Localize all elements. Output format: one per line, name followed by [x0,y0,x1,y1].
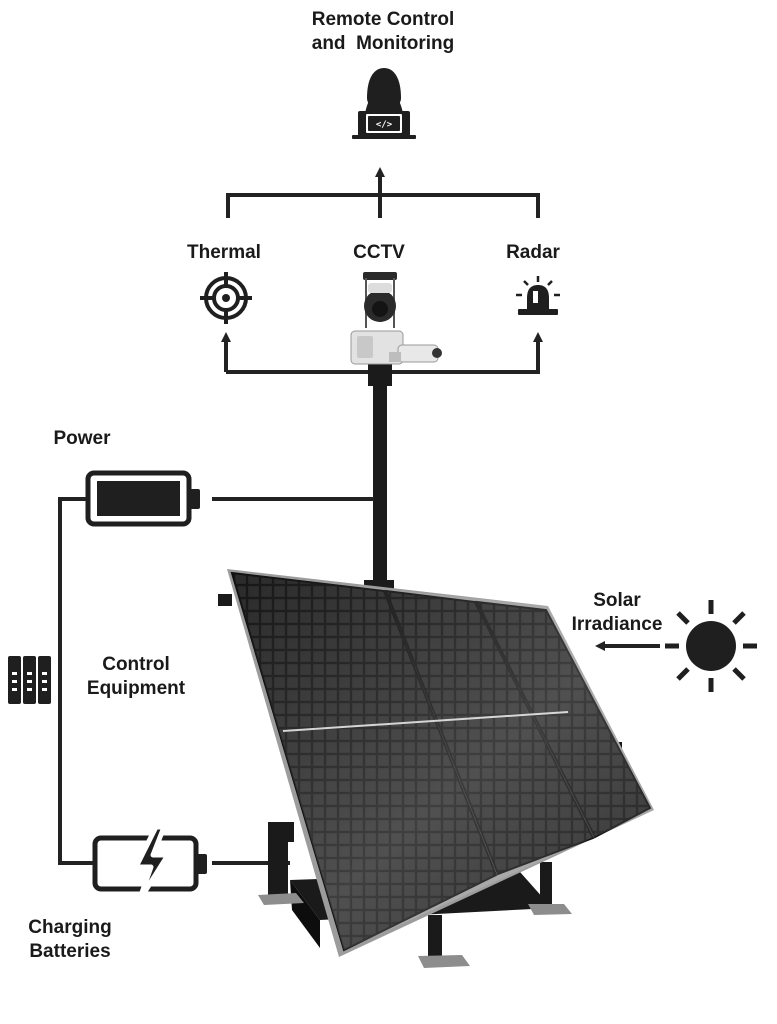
control-equipment-icon [8,656,51,704]
uplink-connector [226,167,540,218]
solar-label-line-1: Solar [593,590,641,611]
solar-label-line-2: Irradiance [571,614,663,635]
sun-icon [665,600,757,692]
remote-control-monitoring-label: Remote Control and Monitoring [283,8,483,56]
remote-label-line-2: and Monitoring [311,33,455,54]
mast [364,360,394,592]
charging-batteries-label: Charging Batteries [10,916,130,964]
control-equipment-label: Control Equipment [66,653,206,701]
radar-label: Radar [506,242,560,263]
battery-full-icon [85,470,200,527]
charging-label-line-2: Batteries [29,941,111,962]
beacon-icon [516,276,560,315]
thermal-label: Thermal [187,242,261,263]
battery-charging-icon [92,824,207,904]
control-label-line-1: Control [102,654,170,675]
target-icon [200,272,252,324]
camera-assembly [350,272,442,365]
solar-array [227,569,654,957]
control-label-line-2: Equipment [86,678,186,699]
solar-irradiance-label: Solar Irradiance [552,589,682,637]
remote-operator-icon: </> [352,68,416,139]
code-symbol: </> [376,120,393,130]
remote-label-line-1: Remote Control [311,9,455,30]
cctv-label: CCTV [353,242,405,263]
power-label: Power [53,428,111,449]
charging-label-line-1: Charging [28,917,112,938]
